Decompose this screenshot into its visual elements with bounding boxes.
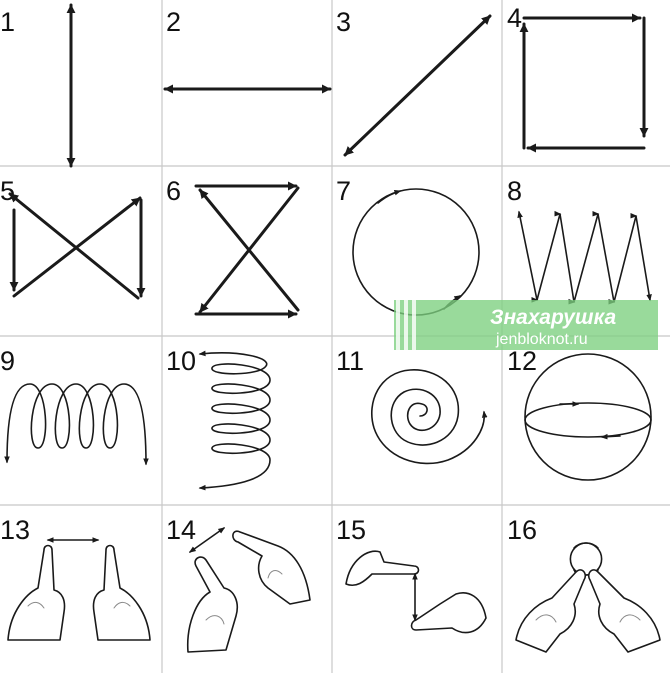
cell-number: 14 xyxy=(166,515,196,545)
watermark-stripe xyxy=(404,300,408,350)
cell-number: 3 xyxy=(336,7,351,37)
cell-number: 16 xyxy=(507,515,537,545)
zigzag-arrow-path-icon xyxy=(517,210,652,305)
horizontal-loops-path-icon xyxy=(4,383,149,466)
cell-number: 1 xyxy=(0,7,15,37)
cell-number: 2 xyxy=(166,7,181,37)
watermark-url: jenbloknot.ru xyxy=(495,331,588,348)
watermark-band xyxy=(394,300,658,350)
two-fingers-horizontal-icon xyxy=(7,537,151,641)
cell-number: 15 xyxy=(336,515,366,545)
cell-number: 5 xyxy=(0,176,15,206)
cell-number: 11 xyxy=(336,346,364,376)
cell-number: 13 xyxy=(0,515,30,545)
sphere-ellipse-path-icon xyxy=(524,353,652,481)
cell-number: 10 xyxy=(166,346,196,376)
watermark: Знахарушка jenbloknot.ru xyxy=(394,300,658,350)
diagonal-double-arrow-icon xyxy=(343,14,492,157)
cell-number: 9 xyxy=(0,346,15,376)
cell-number: 8 xyxy=(507,176,522,206)
two-fingers-vertical-icon xyxy=(345,550,487,634)
cell-number: 12 xyxy=(507,346,537,376)
circle-arrow-path-icon xyxy=(352,188,480,316)
hourglass-arrow-path-icon xyxy=(194,181,300,319)
cell-number: 4 xyxy=(507,3,522,33)
watermark-stripe xyxy=(412,300,416,350)
two-fingers-circling-icon xyxy=(515,542,661,653)
two-fingers-diagonal-icon xyxy=(186,527,311,653)
vertical-spiral-path-icon xyxy=(198,350,271,491)
cell-number: 6 xyxy=(166,176,181,206)
spiral-path-icon xyxy=(370,369,488,465)
watermark-title: Знахарушка xyxy=(490,306,616,329)
bowtie-arrow-path-icon xyxy=(8,192,146,300)
watermark-stripe xyxy=(396,300,400,350)
cell-number: 7 xyxy=(336,176,351,206)
cell-numbers: 1 2 3 4 5 6 7 8 9 10 11 12 13 14 15 16 xyxy=(0,3,537,545)
square-arrow-path-icon xyxy=(519,13,649,153)
